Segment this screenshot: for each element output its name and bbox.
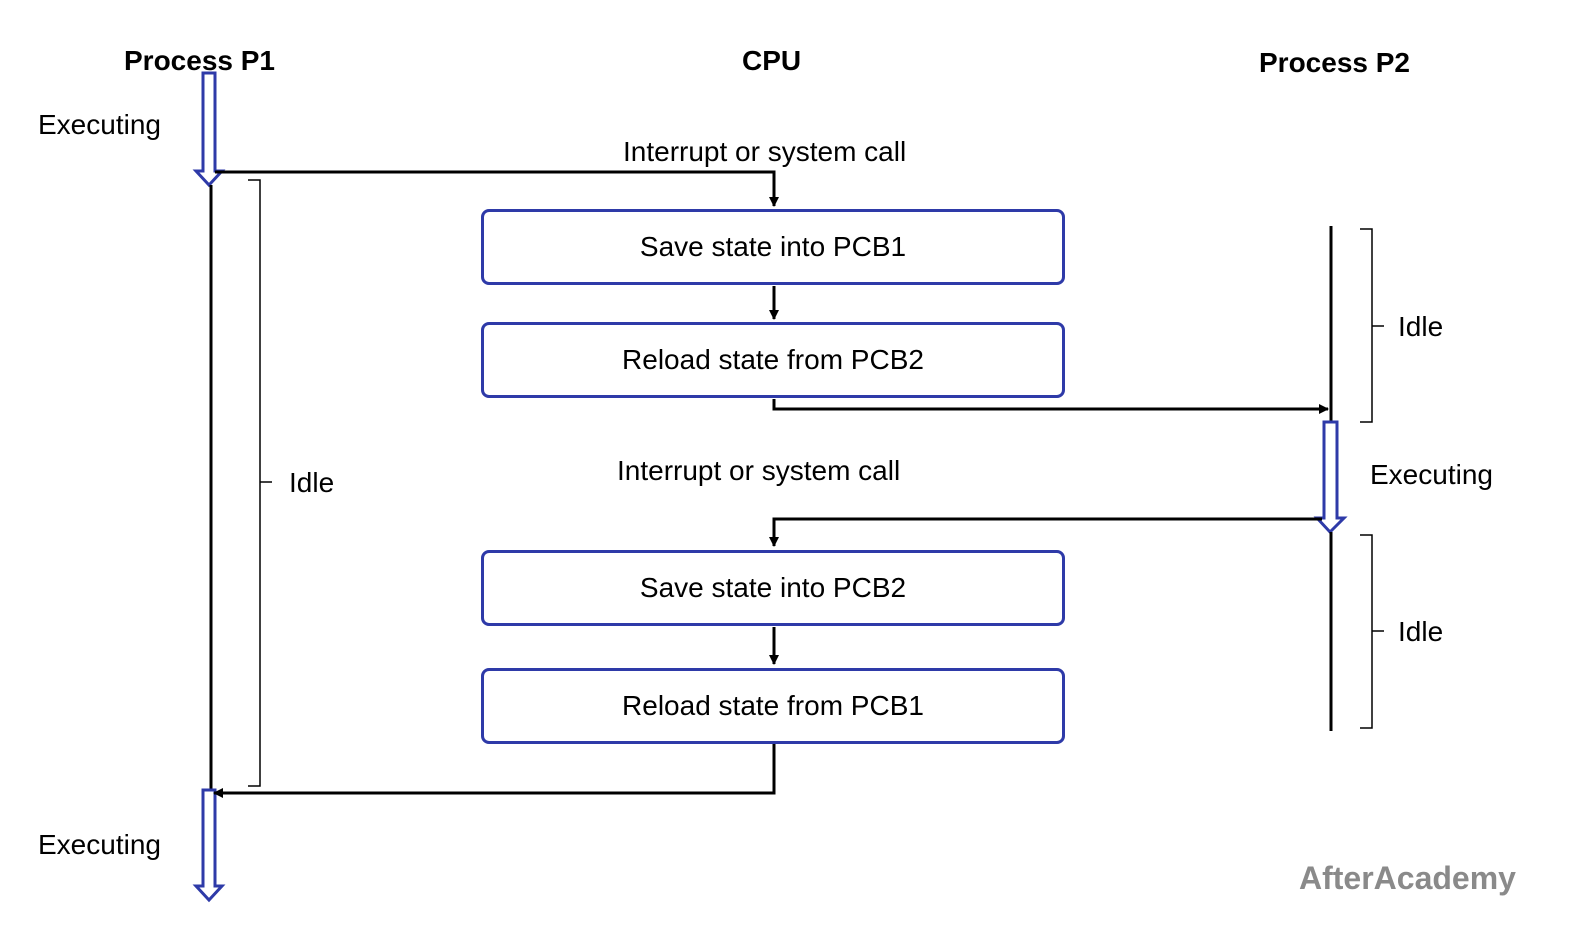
- interrupt-label-2: Interrupt or system call: [617, 455, 901, 486]
- arrow-reload-pcb1-to-p1: [213, 744, 776, 798]
- process-p2-header: Process P2: [1259, 47, 1410, 78]
- p2-executing-arrow: [1313, 420, 1348, 535]
- arrow-p1-to-save-pcb1: [215, 170, 779, 207]
- step-reload-state-pcb1: Reload state from PCB1: [481, 668, 1065, 744]
- p2-idle-label-top: Idle: [1398, 311, 1444, 342]
- afteracademy-watermark: AfterAcademy: [1299, 860, 1516, 896]
- p1-executing-arrow-bottom: [192, 788, 226, 903]
- p1-idle-bracket: [248, 179, 272, 787]
- step-save-state-pcb1: Save state into PCB1: [481, 209, 1065, 285]
- arrow-reload-pcb2-to-p2: [772, 399, 1329, 414]
- step-label: Save state into PCB2: [639, 572, 907, 603]
- p2-executing-label: Executing: [1370, 459, 1493, 490]
- step-save-state-pcb2: Save state into PCB2: [481, 550, 1065, 626]
- p1-executing-arrow-top: [192, 71, 226, 188]
- step-label: Reload state from PCB2: [622, 344, 924, 375]
- step-label: Save state into PCB1: [639, 231, 907, 262]
- cpu-header: CPU: [742, 45, 802, 76]
- step-reload-state-pcb2: Reload state from PCB2: [481, 322, 1065, 398]
- p1-executing-label-top: Executing: [38, 109, 161, 140]
- process-p1-header: Process P1: [124, 45, 275, 76]
- p2-idle-bracket-top: [1360, 228, 1384, 423]
- p1-executing-label-bottom: Executing: [38, 829, 161, 860]
- arrow-p2-to-save-pcb2: [769, 517, 1322, 547]
- p1-idle-label: Idle: [289, 467, 335, 498]
- interrupt-label-1: Interrupt or system call: [623, 136, 907, 167]
- step-label: Reload state from PCB1: [622, 690, 924, 721]
- p2-idle-bracket-bottom: [1360, 534, 1384, 729]
- p2-idle-label-bottom: Idle: [1398, 616, 1444, 647]
